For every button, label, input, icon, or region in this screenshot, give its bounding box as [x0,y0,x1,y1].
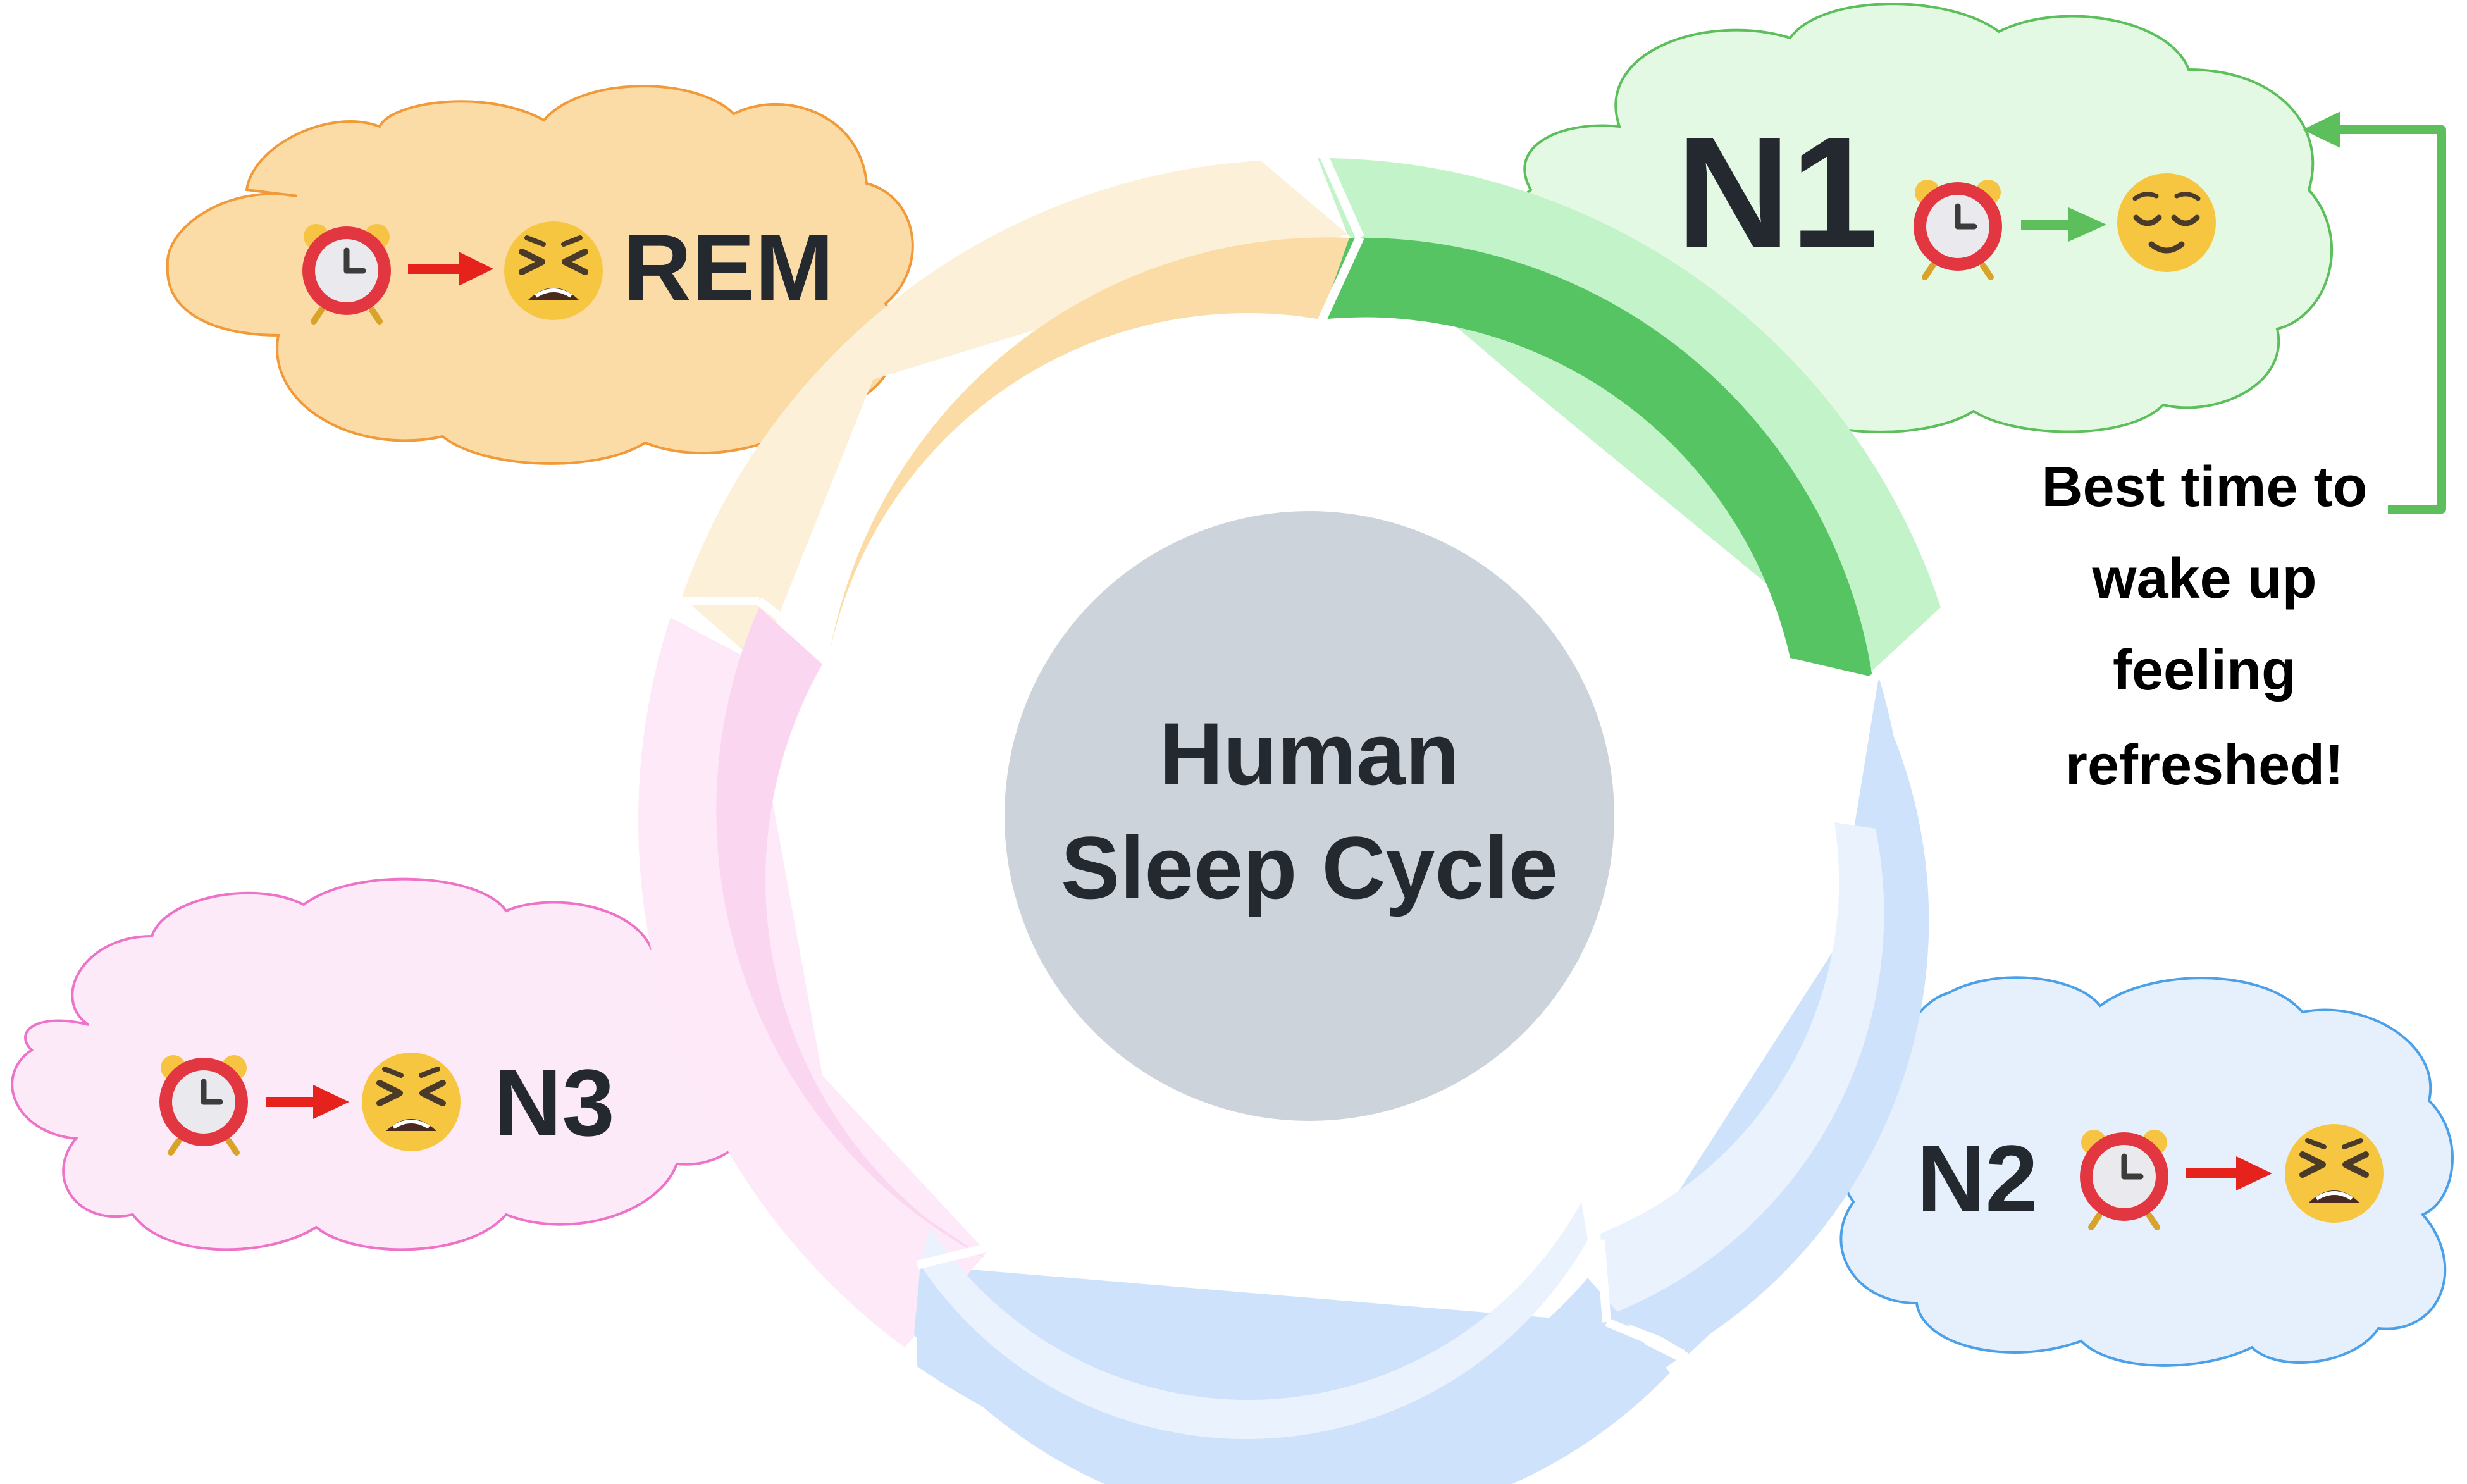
n2-bottom-inner [920,1202,1588,1440]
callout-bracket [2303,111,2446,514]
n1-label: N1 [1676,104,1879,280]
n3-label: N3 [493,1049,615,1156]
callout-line-1: Best time to [2041,455,2367,519]
n2-label: N2 [1917,1125,2038,1232]
n2-bottom-segment [914,1265,1670,1484]
tired-face-icon [2285,1124,2384,1223]
rem-content: REM [302,214,834,321]
center-title-line1: Human [1159,704,1459,803]
callout-line-2: wake up [2091,547,2316,610]
red-arrow-icon [2186,1156,2272,1190]
center-circle [1005,511,1614,1121]
n3-segment [716,607,987,1259]
callout-text: Best time to wake up feeling refreshed! [2041,455,2367,797]
callout-line-3: feeling [2113,639,2296,702]
rem-segment [830,237,1349,652]
relieved-face-icon [2117,173,2216,272]
center-title-line2: Sleep Cycle [1061,818,1558,917]
rem-label: REM [623,214,834,321]
n2-content: N2 [1917,1124,2384,1232]
n1-segment [1321,237,1872,677]
n2-inner-band [1600,822,1884,1316]
red-arrow-icon [408,252,493,286]
tired-face-icon [504,221,603,320]
n3-content: N3 [159,1049,615,1156]
rem-outer-band [682,161,1347,664]
n1-content: N1 [1676,104,2216,280]
tired-face-icon [362,1053,461,1151]
red-arrow-icon [266,1085,349,1119]
n2-segment [1607,696,1929,1347]
green-arrow-icon [2021,207,2106,242]
callout-line-4: refreshed! [2065,734,2344,797]
